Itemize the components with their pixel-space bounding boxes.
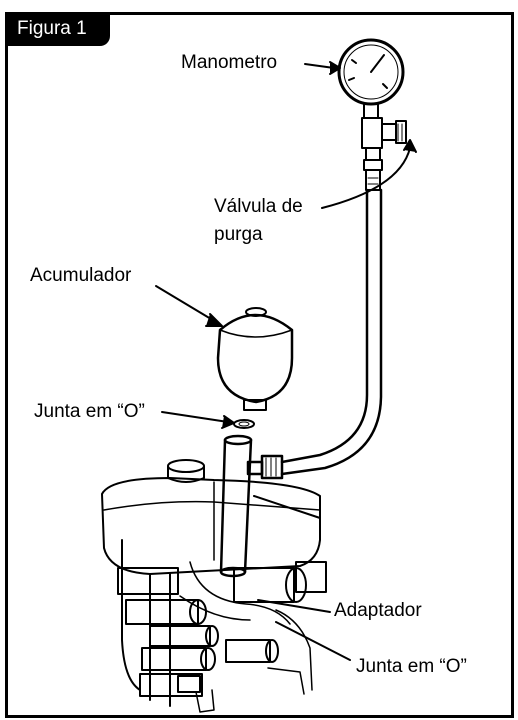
label-adapter: Adaptador [334, 600, 422, 621]
label-accumulator: Acumulador [30, 265, 132, 286]
label-bleed-valve-line2: purga [214, 224, 263, 245]
pressure-gauge [337, 38, 405, 119]
label-gauge: Manometro [181, 52, 278, 73]
bleed-valve [361, 117, 407, 191]
adapter-tube [219, 434, 253, 578]
label-bleed-valve-line1: Válvula de [214, 196, 303, 217]
figure-tab: Figura 1 [5, 12, 110, 46]
label-o-ring-top: Junta em “O” [34, 401, 145, 422]
o-ring-upper [233, 419, 255, 429]
hydraulic-pump-assembly [101, 459, 327, 713]
leader-lines [155, 61, 417, 661]
figure-tab-label: Figura 1 [17, 18, 87, 39]
accumulator-sphere [216, 307, 294, 411]
label-o-ring-bottom: Junta em “O” [356, 656, 467, 677]
pressure-hose [246, 188, 383, 480]
